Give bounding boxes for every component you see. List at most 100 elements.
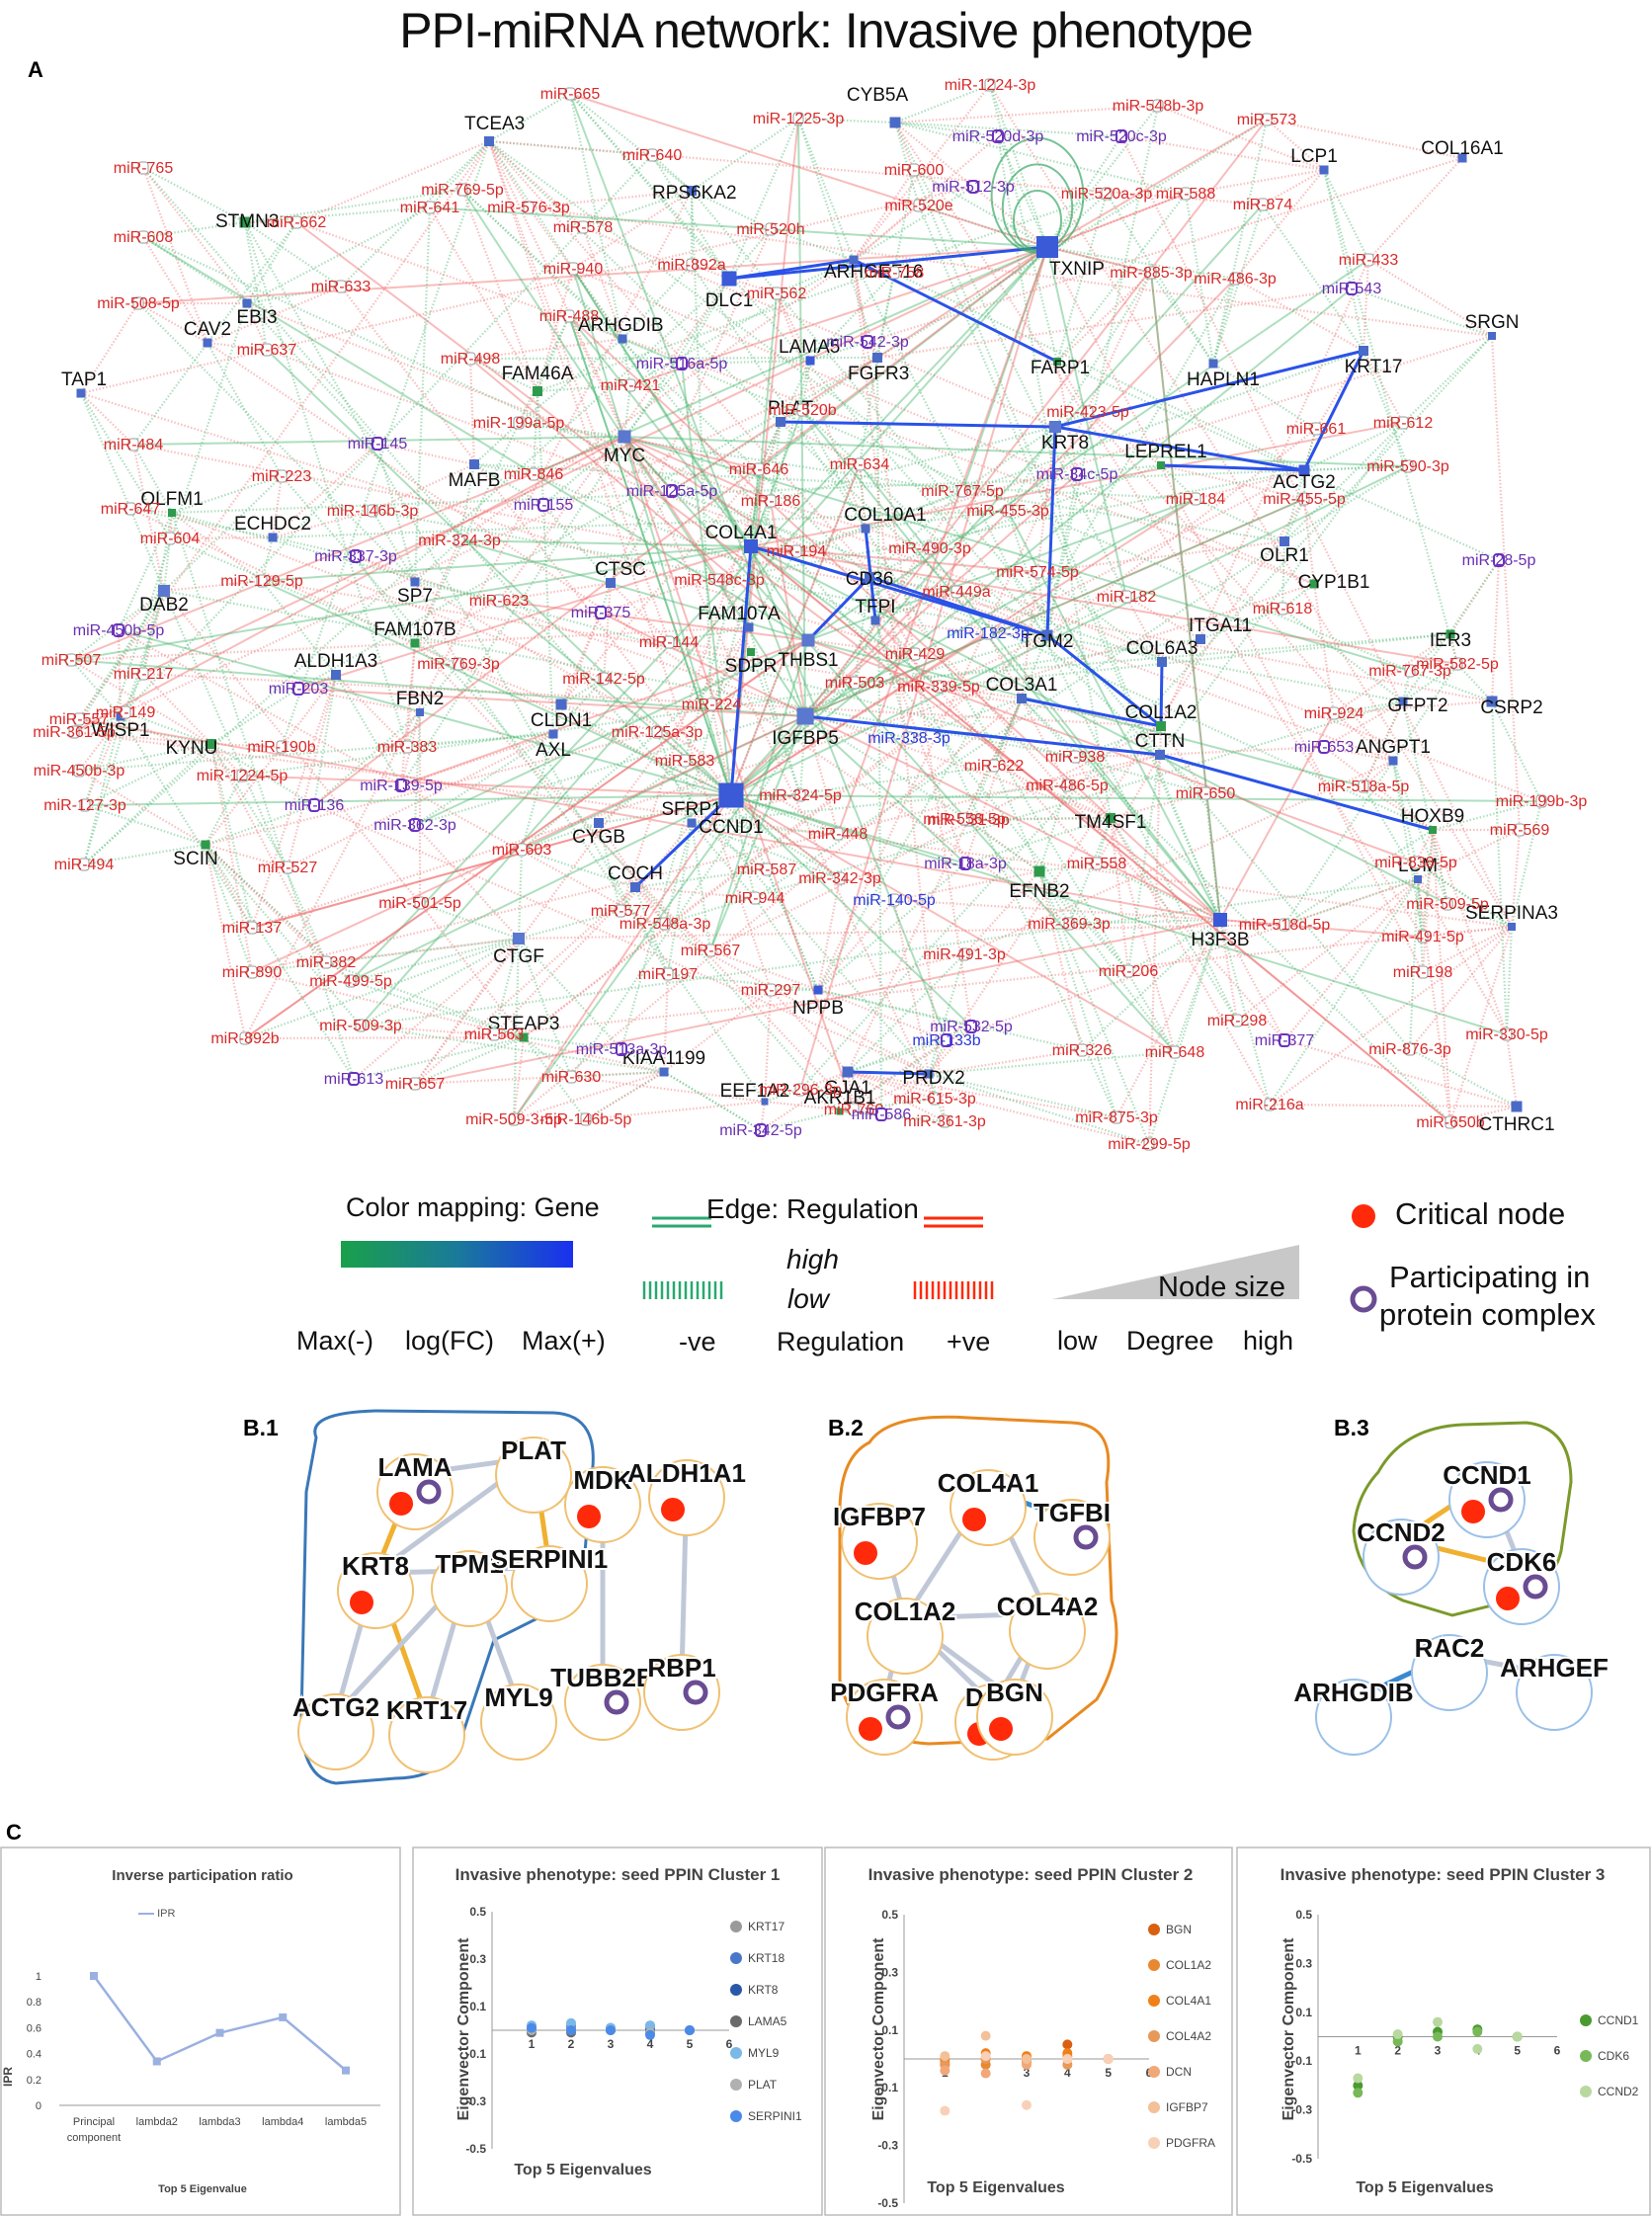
- network-edge: [120, 673, 144, 717]
- network-edge: [251, 582, 1315, 930]
- network-edge: [621, 337, 683, 366]
- panel-label-a: A: [28, 57, 43, 82]
- network-edge: [1323, 745, 1394, 763]
- gene-node: [513, 933, 525, 944]
- complex-label-1: Participating in: [1389, 1260, 1591, 1294]
- network-edge: [243, 221, 409, 748]
- complex-marker: [1523, 1574, 1548, 1600]
- gene-node: [1388, 756, 1398, 766]
- mirna-label: miR-297: [741, 982, 801, 999]
- legend-marker: [1148, 1959, 1160, 1971]
- network-edge: [457, 463, 476, 541]
- network-edge: [572, 267, 1315, 586]
- network-edge: [988, 84, 1059, 363]
- mirna-label: miR-501-5p: [378, 895, 461, 912]
- gene-node: [889, 117, 901, 128]
- network-edge: [414, 639, 809, 826]
- mirna-node: [1445, 1115, 1456, 1129]
- network-edge: [414, 581, 459, 665]
- gene-label: COL4A1: [705, 523, 778, 543]
- eigen-point: [1433, 2016, 1443, 2027]
- network-edge: [528, 205, 1493, 338]
- mirna-node: [615, 904, 626, 918]
- legend-label: KRT17: [748, 1920, 785, 1933]
- network-edge: [335, 674, 408, 748]
- mirna-label: miR-449a: [922, 584, 990, 601]
- legend-marker: [730, 1921, 742, 1932]
- network-edge: [132, 444, 173, 514]
- gene-label: COL3A1: [986, 675, 1058, 696]
- network-edge: [312, 674, 338, 806]
- xtick-label: lambda2: [136, 2116, 178, 2128]
- mirna-label: miR-556-5p: [923, 811, 1006, 828]
- network-edge: [1422, 926, 1513, 973]
- mirna-node: [409, 1077, 421, 1091]
- cluster-node-label: ACTG2: [292, 1692, 379, 1722]
- mirna-label: miR-361-5p: [33, 724, 116, 741]
- gene-label: RPS6KA2: [652, 183, 737, 204]
- cluster-node-label: MDK: [573, 1465, 631, 1495]
- gene-label: CYB5A: [847, 85, 909, 106]
- network-edge: [251, 794, 732, 929]
- mirna-node: [956, 484, 968, 498]
- network-edge: [1234, 169, 1325, 280]
- network-edge: [1021, 698, 1076, 758]
- network-edge: [623, 436, 720, 581]
- ppi-edge: [729, 545, 753, 796]
- mirna-node: [1229, 272, 1241, 286]
- network-edge: [671, 490, 752, 547]
- network-edge: [313, 711, 421, 806]
- network-edge: [928, 1072, 1150, 1146]
- network-edge: [572, 190, 693, 270]
- mirna-label: miR-18a-3p: [924, 856, 1007, 872]
- network-edge: [460, 189, 539, 392]
- network-edge: [874, 590, 957, 622]
- network-edge: [1185, 168, 1325, 196]
- mirna-label: miR-498: [441, 351, 501, 368]
- network-edge: [1195, 498, 1285, 542]
- eigen-point: [1353, 2088, 1363, 2098]
- network-edge: [570, 1070, 665, 1079]
- network-edge: [809, 272, 895, 362]
- gene-node: [203, 338, 212, 348]
- network-edge: [537, 383, 631, 393]
- network-edge: [1160, 464, 1197, 500]
- ppi-edge: [806, 575, 871, 642]
- ppi-mirna-network: TCEA3CYB5ACOL16A1LCP1STMN3RPS6KA2TXNIPDL…: [33, 77, 1587, 1153]
- mirna-label: miR-34c-5p: [1036, 466, 1118, 483]
- network-edge: [1150, 272, 1221, 921]
- network-edge: [681, 278, 730, 365]
- mirna-label: miR-146b-5p: [540, 1111, 632, 1128]
- network-edge: [80, 392, 171, 539]
- network-edge: [350, 937, 520, 983]
- eigen-point: [1103, 2054, 1114, 2064]
- network-edge: [142, 673, 212, 745]
- ppi-edge: [1159, 661, 1164, 727]
- network-edge: [747, 626, 802, 796]
- network-edge: [858, 357, 879, 465]
- gene-node: [1280, 536, 1289, 546]
- cluster-node-label: PDGFRA: [830, 1678, 939, 1707]
- network-edge: [568, 93, 624, 340]
- network-edge: [1448, 926, 1514, 1123]
- network-edge: [928, 1039, 948, 1075]
- network-edge: [210, 743, 289, 868]
- network-edge: [963, 818, 1040, 872]
- network-edge: [1408, 878, 1420, 1050]
- network-edge: [894, 122, 974, 188]
- gene-node: [410, 577, 420, 587]
- network-edge: [414, 581, 839, 835]
- gene-label: SDPR: [725, 656, 778, 677]
- gene-node: [1033, 865, 1045, 877]
- cluster-node-label: BGN: [986, 1678, 1043, 1707]
- network-edge: [488, 139, 653, 157]
- mirna-label: miR-1225-3p: [753, 111, 845, 127]
- network-edge: [663, 1071, 762, 1131]
- network-edge: [414, 1035, 525, 1086]
- cluster-node-label: KRT17: [386, 1695, 467, 1725]
- gene-node: [1157, 657, 1167, 667]
- network-edge: [163, 590, 421, 904]
- network-edge: [730, 794, 1176, 1053]
- network-edge: [1159, 259, 1370, 727]
